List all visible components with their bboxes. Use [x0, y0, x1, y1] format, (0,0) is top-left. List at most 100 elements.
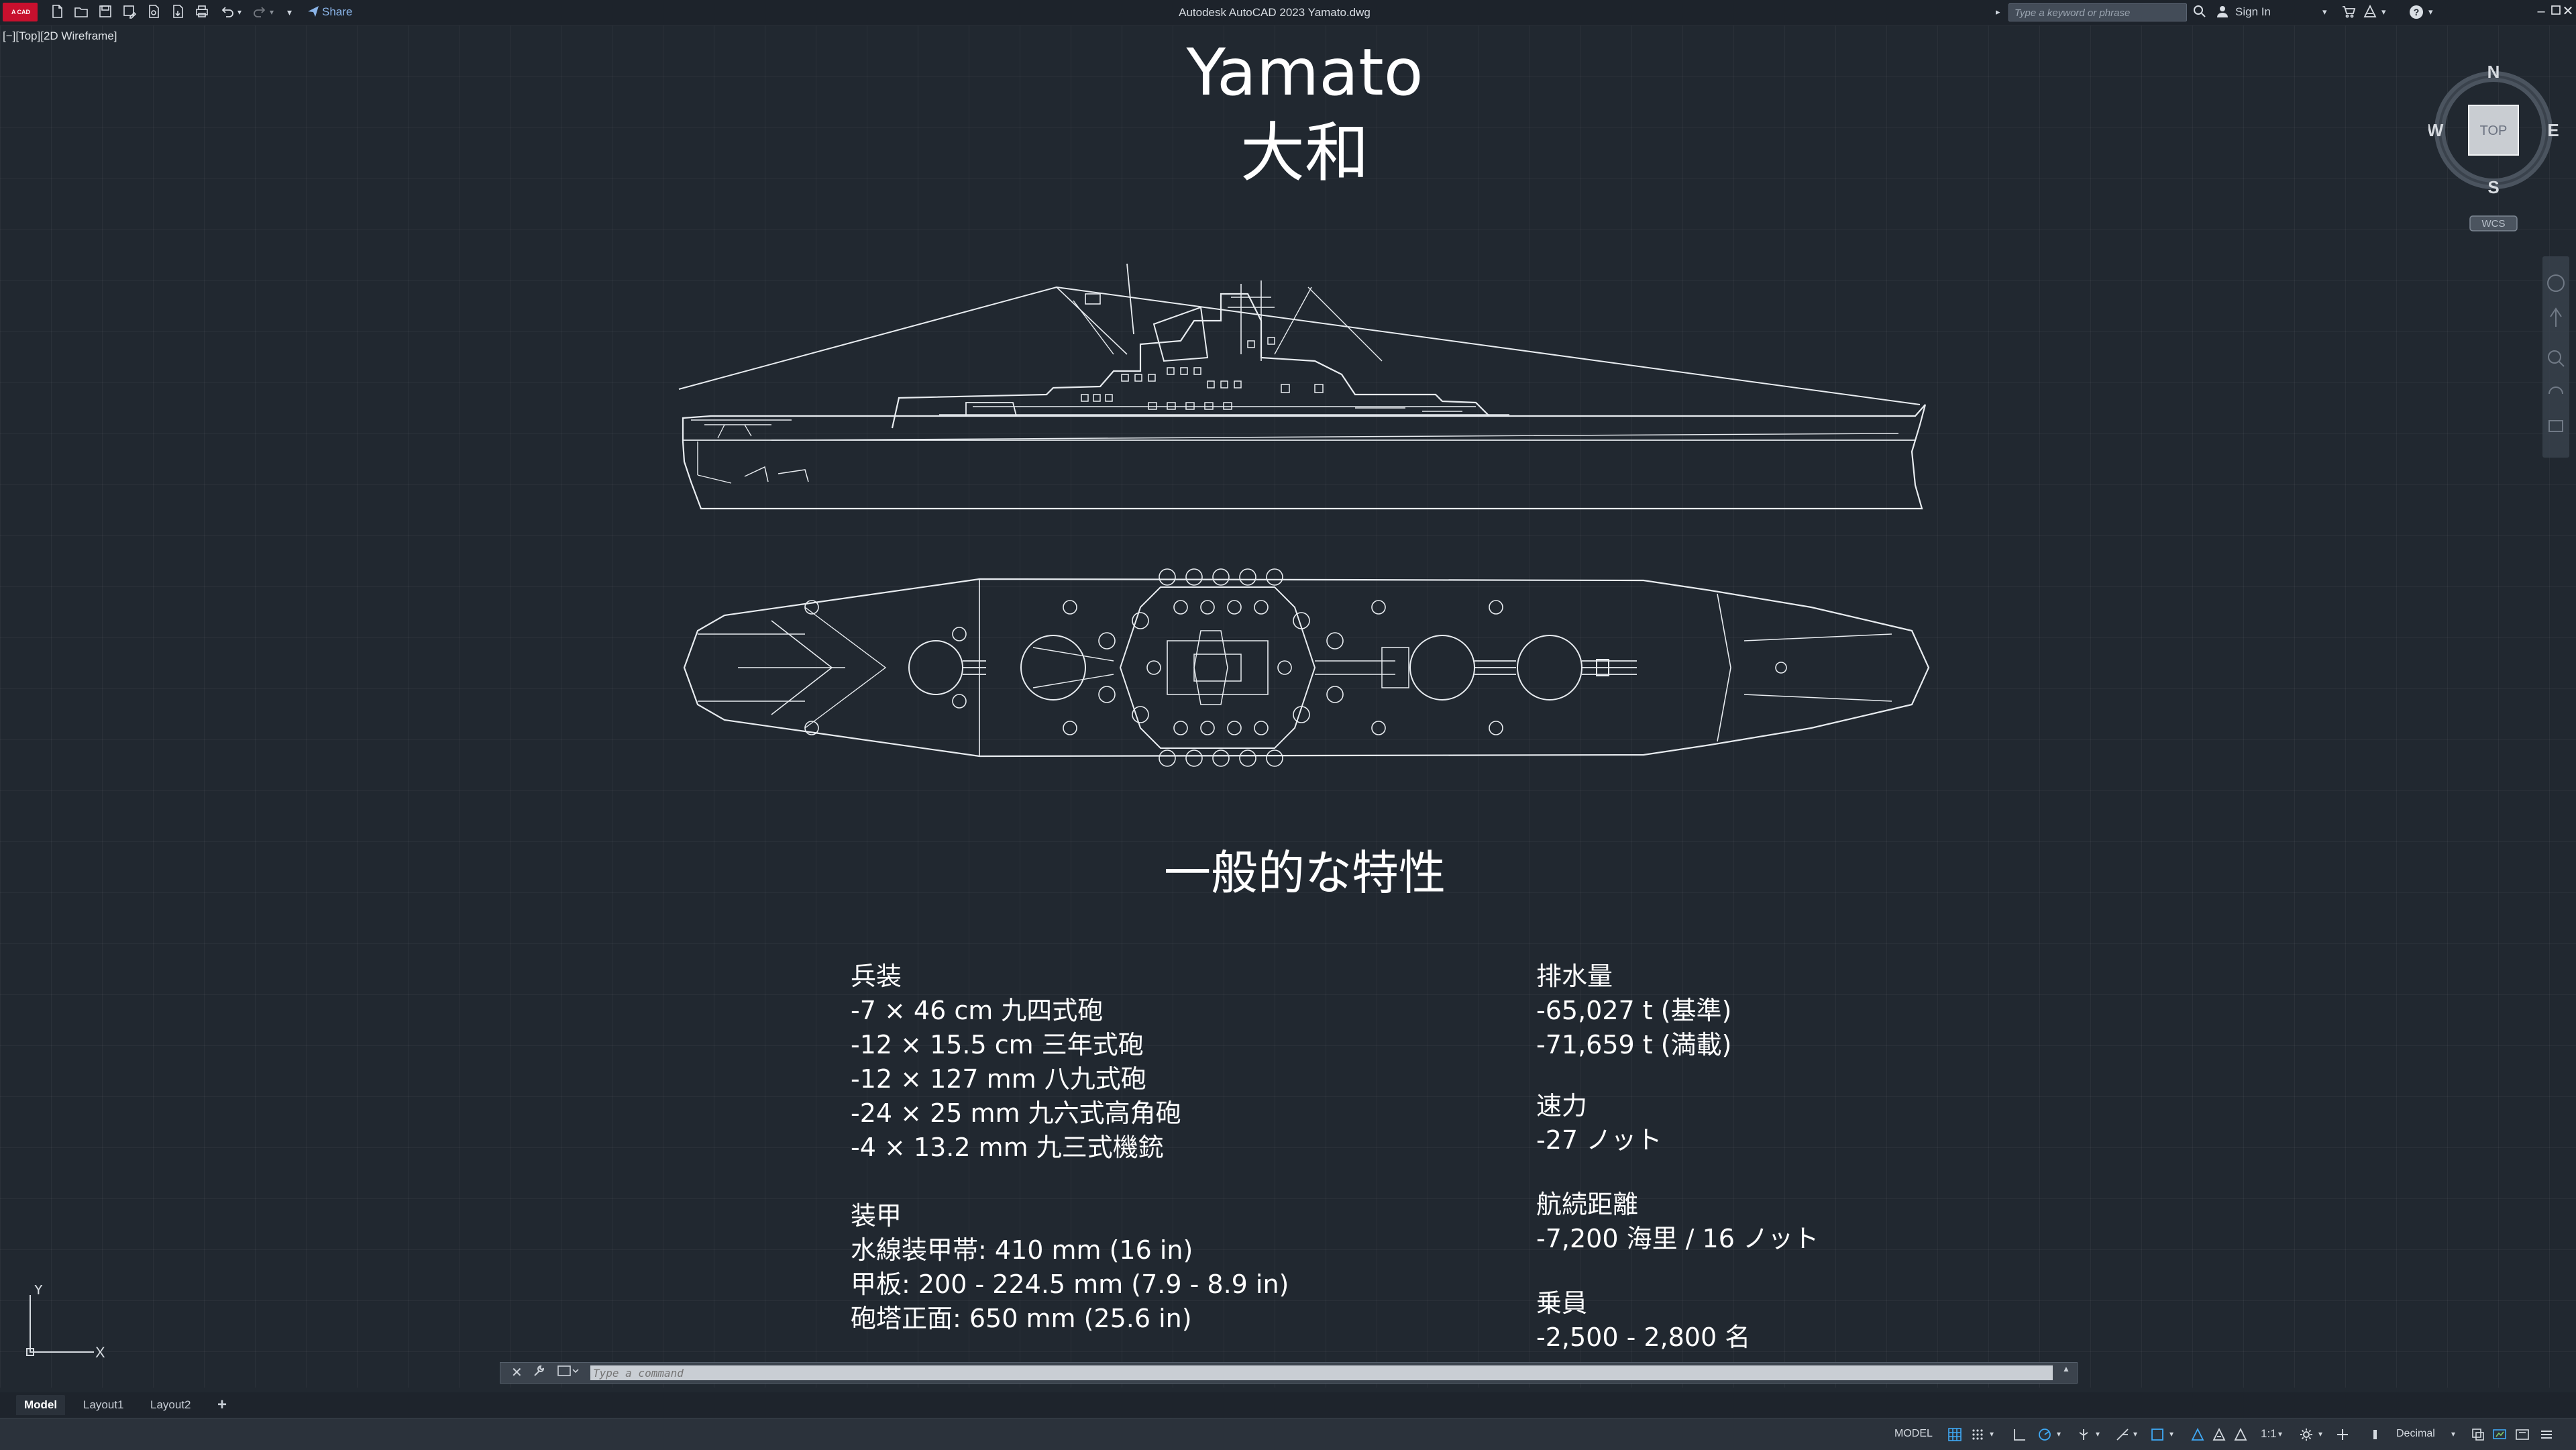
snap-mode-icon[interactable]: [1968, 1425, 1987, 1443]
new-file-icon[interactable]: [48, 4, 66, 20]
redo-icon[interactable]: [251, 4, 268, 20]
layout-tabs-bar: Model Layout1 Layout2 +: [0, 1392, 2576, 1418]
save-as-icon[interactable]: [121, 4, 138, 20]
tab-layout1[interactable]: Layout1: [83, 1398, 124, 1411]
spec-gap: [1536, 1256, 1819, 1286]
open-folder-icon[interactable]: [72, 4, 90, 20]
maximize-window-button[interactable]: [2542, 1, 2569, 21]
annotation-monitor-icon[interactable]: [2333, 1425, 2352, 1443]
osnap-tracking-dropdown-icon[interactable]: ▾: [2133, 1429, 2138, 1439]
pan-icon[interactable]: [2550, 307, 2562, 327]
window-title: Autodesk AutoCAD 2023 Yamato.dwg: [1179, 6, 1371, 19]
command-history-toggle-icon[interactable]: ▲: [2062, 1364, 2070, 1374]
app-dropdown-icon[interactable]: ▾: [2381, 7, 2386, 17]
autodesk-app-icon[interactable]: [2363, 4, 2377, 20]
clean-screen-icon[interactable]: [2513, 1425, 2532, 1443]
open-from-web-icon[interactable]: [145, 4, 162, 20]
spec-line: -12 × 127 mm 八九式砲: [851, 1064, 1146, 1094]
status-bar: MODEL ▾ ▾ ▾ ▾ ▾ 1:1 ▾ ▾ Decimal ▾: [0, 1418, 2576, 1450]
close-window-button[interactable]: ✕: [2562, 4, 2574, 19]
navigation-bar[interactable]: [2542, 256, 2569, 458]
undo-icon[interactable]: [219, 4, 236, 20]
drawing-title-en: Yamato: [1186, 35, 1424, 110]
undo-dropdown-icon[interactable]: ▾: [237, 7, 242, 17]
spec-line: 砲塔正面: 650 mm (25.6 in): [851, 1304, 1192, 1333]
tab-model[interactable]: Model: [16, 1395, 66, 1415]
save-icon[interactable]: [97, 4, 114, 20]
help-icon[interactable]: ?: [2408, 4, 2424, 20]
spec-line: -7,200 海里 / 16 ノット: [1536, 1224, 1819, 1253]
workspace-dropdown-icon[interactable]: ▾: [2318, 1429, 2323, 1439]
viewcube-face-label: TOP: [2480, 123, 2508, 138]
viewcube-top-face[interactable]: [2468, 105, 2519, 156]
tab-layout2[interactable]: Layout2: [150, 1398, 191, 1411]
drawing-canvas[interactable]: [0, 25, 2576, 1388]
command-input[interactable]: [590, 1365, 2053, 1380]
help-dropdown-icon[interactable]: ▾: [2428, 7, 2433, 17]
ship-side-profile-drawing: [678, 263, 1927, 510]
drawing-title-jp: 大和: [1240, 115, 1369, 191]
recent-commands-icon[interactable]: [557, 1364, 580, 1382]
scale-dropdown-icon[interactable]: ▾: [2278, 1429, 2283, 1439]
ucs-menu-button[interactable]: [2469, 215, 2518, 231]
annotation-visibility-icon[interactable]: [2188, 1425, 2207, 1443]
polar-tracking-icon[interactable]: [2035, 1425, 2054, 1443]
quick-properties-icon[interactable]: [2469, 1425, 2487, 1443]
graphics-performance-icon[interactable]: [2490, 1425, 2509, 1443]
compass-west[interactable]: W: [2428, 120, 2444, 140]
search-icon[interactable]: [2192, 4, 2207, 20]
snap-dropdown-icon[interactable]: ▾: [1990, 1429, 1994, 1439]
spec-gap: [1536, 1062, 1819, 1089]
customize-toolbar-icon[interactable]: ▾: [287, 7, 292, 17]
cart-icon[interactable]: [2341, 4, 2356, 20]
orbit-icon[interactable]: [2548, 386, 2563, 395]
close-command-line-icon[interactable]: ✕: [511, 1365, 523, 1380]
save-to-web-icon[interactable]: [169, 4, 186, 20]
zoom-icon[interactable]: [2548, 350, 2561, 364]
object-snap-tracking-icon[interactable]: [2113, 1425, 2132, 1443]
sign-in-dropdown-icon[interactable]: ▾: [2322, 7, 2327, 17]
minimize-window-button[interactable]: –: [2537, 4, 2545, 19]
spec-line: 水線装甲帯: 410 mm (16 in): [851, 1235, 1193, 1265]
viewcube[interactable]: TOP N S E W WCS: [2428, 62, 2563, 236]
units-value[interactable]: Decimal: [2396, 1428, 2435, 1439]
grid-icon[interactable]: [1945, 1425, 1964, 1443]
isodraft-icon[interactable]: [2074, 1425, 2093, 1443]
polar-dropdown-icon[interactable]: ▾: [2057, 1429, 2061, 1439]
model-space-button[interactable]: MODEL: [1894, 1428, 1933, 1439]
auto-scale-icon[interactable]: [2210, 1425, 2229, 1443]
steering-wheel-icon[interactable]: [2547, 274, 2565, 292]
plot-icon[interactable]: [193, 4, 211, 20]
viewport-controls-label[interactable]: [−][Top][2D Wireframe]: [3, 30, 117, 42]
customize-wrench-icon[interactable]: [533, 1364, 546, 1382]
osnap-dropdown-icon[interactable]: ▾: [2169, 1429, 2174, 1439]
ucs-x-label: X: [95, 1344, 105, 1361]
share-button[interactable]: Share: [307, 4, 352, 20]
showmotion-icon[interactable]: [2548, 420, 2563, 432]
workspace-gear-icon[interactable]: [2297, 1425, 2316, 1443]
svg-text:?: ?: [2414, 7, 2420, 17]
units-dropdown-icon[interactable]: ▾: [2451, 1429, 2456, 1439]
object-snap-icon[interactable]: [2148, 1425, 2167, 1443]
spec-line: -2,500 - 2,800 名: [1536, 1323, 1751, 1352]
compass-south[interactable]: S: [2487, 177, 2499, 197]
redo-dropdown-icon[interactable]: ▾: [270, 7, 274, 17]
ortho-icon[interactable]: [2010, 1425, 2029, 1443]
spec-heading-range: 航続距離: [1536, 1190, 1639, 1219]
help-search-input[interactable]: Type a keyword or phrase: [2008, 3, 2187, 21]
annotation-scale-icon[interactable]: [2231, 1425, 2250, 1443]
spec-line: -7 × 46 cm 九四式砲: [851, 996, 1104, 1025]
search-expand-icon[interactable]: ▸: [1996, 7, 2000, 17]
isodraft-dropdown-icon[interactable]: ▾: [2096, 1429, 2100, 1439]
annotation-scale-value[interactable]: 1:1: [2261, 1427, 2277, 1440]
spec-heading-speed: 速力: [1536, 1091, 1588, 1121]
app-badge-sub: CAD: [17, 9, 31, 15]
add-layout-button[interactable]: +: [217, 1396, 227, 1414]
compass-north[interactable]: N: [2487, 62, 2500, 82]
hamburger-menu-icon[interactable]: [2537, 1425, 2556, 1443]
units-icon[interactable]: [2365, 1425, 2384, 1443]
sign-in-button[interactable]: Sign In: [2235, 5, 2271, 18]
spec-heading-armor: 装甲: [851, 1201, 902, 1231]
compass-east[interactable]: E: [2547, 120, 2559, 140]
